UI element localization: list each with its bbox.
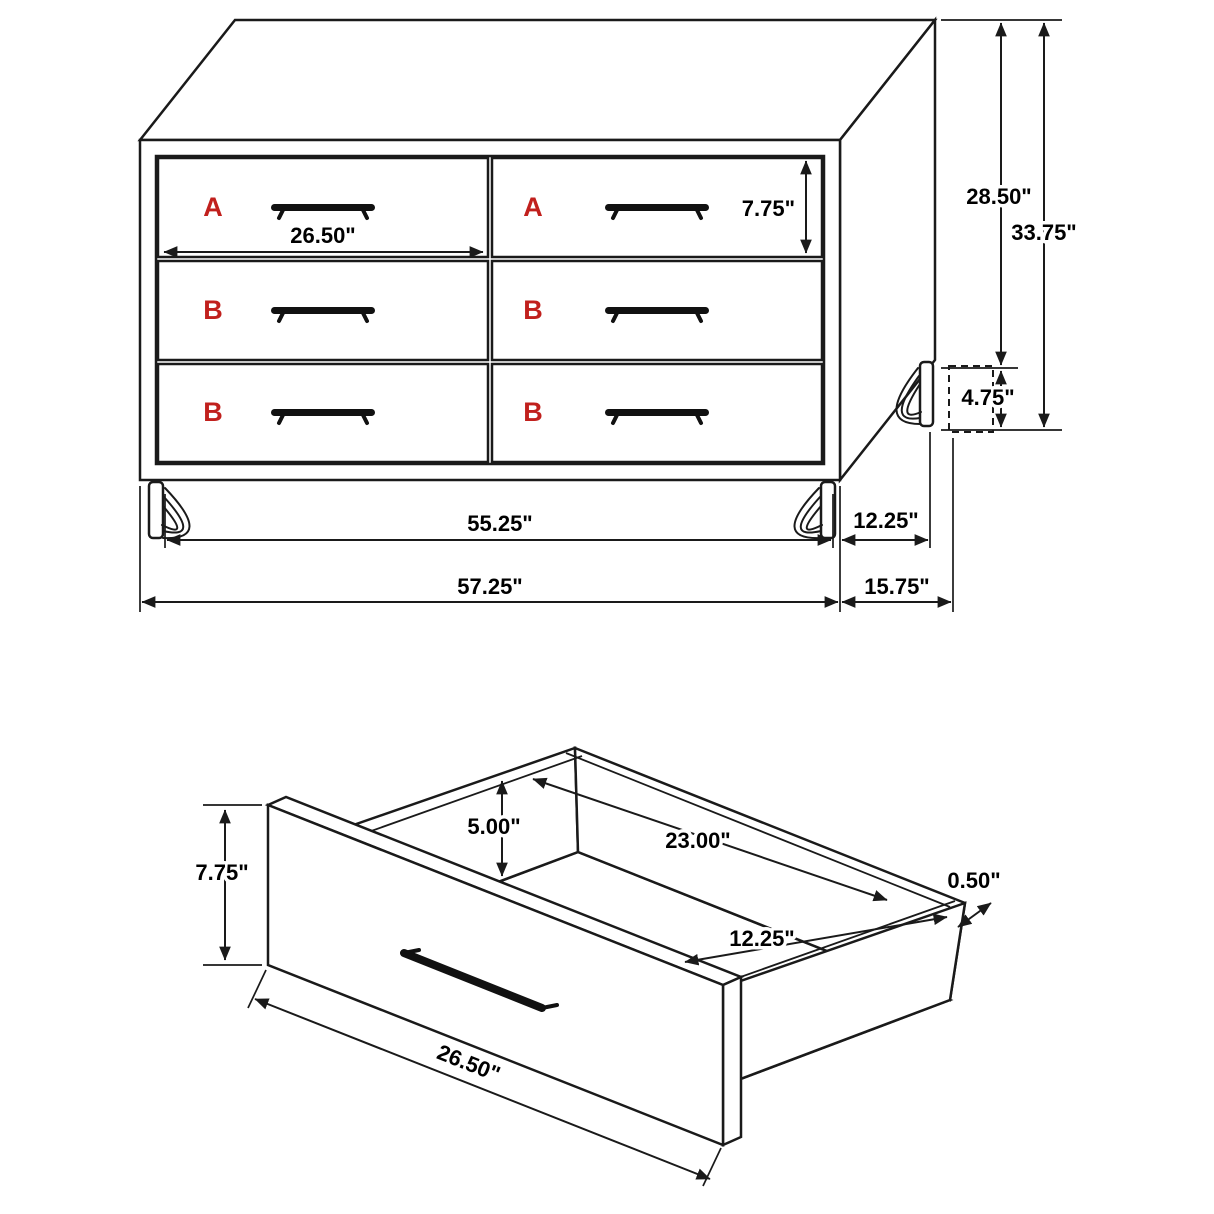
dim-interior-width: 23.00" [532,777,888,902]
drawer-label: B [203,397,223,427]
dimension-text: 5.00" [467,814,520,839]
dimension-line [254,998,711,1180]
drawer-handle [271,409,375,416]
dimension-text: 33.75" [1011,220,1076,245]
leg-accent [895,367,921,425]
leg-accent [162,496,185,534]
dresser-top-face [137,18,938,142]
dimension-text: 4.75" [961,385,1014,410]
extension-line [247,969,267,1009]
drawer-handle [605,204,709,211]
dresser-elevation-figure: A A B B B [137,16,1080,612]
dimension-text: 7.75" [195,860,248,885]
dimension-text: 12.25" [853,508,918,533]
front-left-leg [147,480,165,540]
handle-mount [277,208,285,220]
dim-overall-height: 33.75" [1008,22,1080,428]
handle-mount [277,413,285,425]
handle-mount [695,208,703,220]
dimension-text: 12.25" [729,926,794,951]
drawer-label: B [523,397,543,427]
handle-mount [361,413,369,425]
dim-overall-width: 57.25" [141,571,839,608]
handle-mount [611,208,619,220]
dimension-text: 15.75" [864,574,929,599]
back-right-leg [918,360,935,428]
dim-leg-height: 4.75" [958,370,1018,428]
handle-mount [695,413,703,425]
handle-mount [611,413,619,425]
dimension-text: 26.50" [290,223,355,248]
leg-height-reference-box [948,365,994,433]
dim-depth-between-legs: 12.25" [841,505,929,546]
handle-mount [361,311,369,323]
drawer-label: A [523,192,543,222]
leg-accent [805,505,823,531]
drawer-cell: B [490,362,824,464]
handle-mount [277,311,285,323]
leg-accent [799,496,822,534]
dim-interior-height: 5.00" [464,780,524,877]
dimension-line [957,902,992,928]
handle-mount [361,208,369,220]
drawer-handle [605,307,709,314]
dim-overall-depth: 15.75" [841,571,952,608]
dimension-text: 0.50" [947,868,1000,893]
dim-front-height: 7.75" [192,809,252,961]
dimension-text: 28.50" [966,184,1031,209]
dim-interior-depth: 12.25" [684,913,948,966]
dim-width-between-legs: 55.25" [166,508,832,546]
dim-drawer-width: 26.50" [163,220,484,258]
drawer-label: B [203,295,223,325]
drawer-cell: A [490,156,824,259]
drawer-cell: A [156,156,490,259]
extension-line [702,1147,722,1187]
dimension-line [532,777,888,902]
dim-drawer-height: 7.75" [738,160,812,254]
drawer-panel-end-edge [721,975,743,1147]
dim-panel-thickness: 0.50" [944,865,1004,928]
drawer-handle [271,204,375,211]
drawer-handle [271,307,375,314]
dimension-text: 7.75" [742,196,795,221]
dimension-text: 55.25" [467,511,532,536]
handle-mount [695,311,703,323]
dimension-line [684,913,948,966]
drawer-cell: B [156,362,490,464]
leg-accent [161,505,179,531]
handle-mount [611,311,619,323]
dim-case-height: 28.50" [963,22,1035,366]
leg-accent [900,375,921,420]
drawer-cell: B [156,259,490,362]
drawer-handle [605,409,709,416]
drawer-label: B [523,295,543,325]
drawer-detail-figure: 7.75" 5.00" 23.00" 12.25" 0.50" 26.50" [192,746,1004,1187]
dimension-text: 57.25" [457,574,522,599]
drawer-cell: B [490,259,824,362]
dimension-text: 23.00" [665,828,730,853]
leg-accent [906,383,922,416]
drawer-label: A [203,192,223,222]
